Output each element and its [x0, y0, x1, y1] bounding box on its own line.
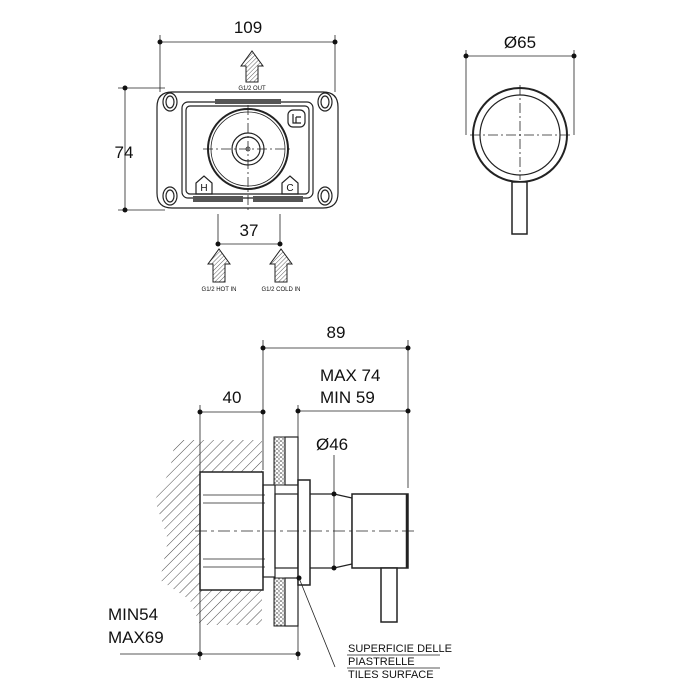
outlet-arrow-icon: [240, 50, 264, 83]
wall-depth-dimension: 40: [223, 388, 242, 407]
hot-marker: H: [195, 175, 213, 195]
logo-icon: [287, 109, 306, 128]
cold-marker: C: [281, 175, 299, 195]
hot-inlet-label: G1/2 HOT IN: [202, 287, 237, 293]
height-dimension: 74: [115, 143, 134, 162]
handle-diameter-dimension: Ø46: [316, 435, 348, 454]
hot-inlet-arrow-icon: [207, 248, 231, 283]
cold-inlet-label: G1/2 COLD IN: [261, 287, 300, 293]
max-dimension: MAX 74: [320, 366, 380, 385]
min-dimension: MIN 59: [320, 388, 375, 407]
width-dimension: 109: [234, 18, 262, 37]
inlet-spacing-dimension: 37: [240, 221, 259, 240]
top-view: 109 74 H C G1/2 OUT 37 G1/2 HO: [115, 18, 339, 293]
outlet-label: G1/2 OUT: [238, 86, 266, 92]
svg-text:C: C: [286, 183, 293, 194]
tile-note-line-1: SUPERFICIE DELLE: [348, 643, 452, 655]
side-view: 89 40 MAX 74 MIN 59 Ø46 MIN54 MAX69 SUPE…: [108, 323, 452, 681]
tile-note-line-3: TILES SURFACE: [348, 669, 434, 681]
svg-text:H: H: [200, 183, 207, 194]
depth-dimension: 89: [327, 323, 346, 342]
min-wall-dimension: MIN54: [108, 605, 158, 624]
max-wall-dimension: MAX69: [108, 628, 164, 647]
front-view: Ø65: [463, 33, 577, 235]
tile-note-line-2: PIASTRELLE: [348, 656, 415, 668]
cold-inlet-arrow-icon: [269, 248, 293, 283]
front-diameter-dimension: Ø65: [504, 33, 536, 52]
